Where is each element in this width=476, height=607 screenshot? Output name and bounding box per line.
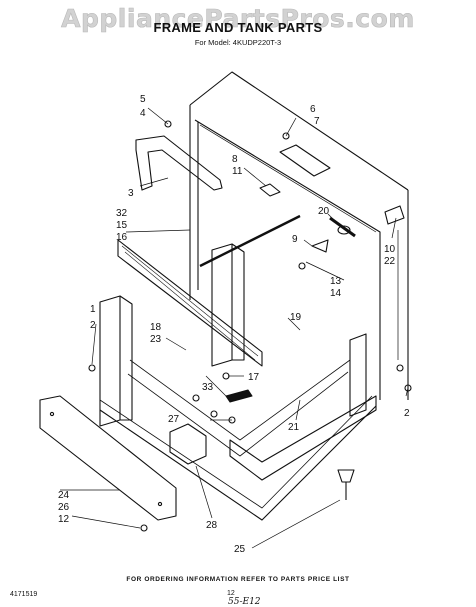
right-post (349, 333, 367, 417)
callout-4: 4 (140, 108, 146, 119)
callout-11: 11 (232, 166, 243, 177)
page-title: FRAME AND TANK PARTS (153, 20, 323, 35)
clip-9 (311, 239, 329, 253)
callout-6: 6 (310, 104, 316, 115)
base-plate (229, 395, 377, 481)
callout-numbers: 5 4 3 6 7 8 11 20 9 10 22 13 14 32 15 16… (58, 94, 410, 555)
callout-14: 14 (330, 288, 342, 299)
callout-5: 5 (140, 94, 146, 105)
callout-2-right: 2 (404, 408, 410, 419)
handle-3 (135, 135, 223, 191)
front-rail (117, 239, 263, 367)
callout-15: 15 (116, 220, 128, 231)
top-bracket (279, 144, 331, 177)
callout-12: 12 (58, 514, 70, 525)
callout-33: 33 (202, 382, 214, 393)
tank-top-edge (189, 71, 409, 191)
callout-7: 7 (314, 116, 320, 127)
tank-front-frame (194, 119, 381, 400)
callout-2-left: 2 (90, 320, 96, 331)
callout-27: 27 (168, 414, 180, 425)
callout-21: 21 (288, 422, 300, 433)
callout-20: 20 (318, 206, 330, 217)
document-code: 4171519 (10, 591, 38, 598)
callout-18: 18 (150, 322, 162, 333)
callout-26: 26 (58, 502, 70, 513)
callout-32: 32 (116, 208, 128, 219)
callout-3: 3 (128, 188, 134, 199)
callout-13: 13 (330, 276, 342, 287)
side-bracket (384, 205, 405, 225)
watermark: AppliancePartsPros.com (61, 4, 415, 34)
bar-33 (225, 389, 253, 403)
tube-20 (329, 216, 356, 238)
module-28 (169, 423, 207, 465)
callout-24: 24 (58, 490, 70, 501)
page-number: 12 (227, 590, 235, 597)
callout-9: 9 (292, 234, 298, 245)
cross-rod (199, 214, 301, 268)
callout-8: 8 (232, 154, 238, 165)
model-subtitle: For Model: 4KUDP220T-3 (194, 38, 282, 47)
callout-23: 23 (150, 334, 162, 345)
kick-plate (39, 395, 177, 521)
callout-19: 19 (290, 312, 302, 323)
mid-post (211, 243, 233, 367)
leveling-leg (337, 469, 355, 483)
callout-25: 25 (234, 544, 246, 555)
clip-8 (259, 183, 281, 197)
callout-17: 17 (248, 372, 260, 383)
callout-28: 28 (206, 520, 218, 531)
callout-10: 10 (384, 244, 396, 255)
callout-16: 16 (116, 232, 128, 243)
leader-lines (60, 107, 409, 549)
tank-assembly (39, 71, 412, 532)
callout-1: 1 (90, 304, 96, 315)
callout-22: 22 (384, 256, 396, 267)
tank-inner-top (199, 124, 377, 233)
ordering-note: FOR ORDERING INFORMATION REFER TO PARTS … (126, 576, 350, 583)
base-frame (99, 405, 377, 521)
